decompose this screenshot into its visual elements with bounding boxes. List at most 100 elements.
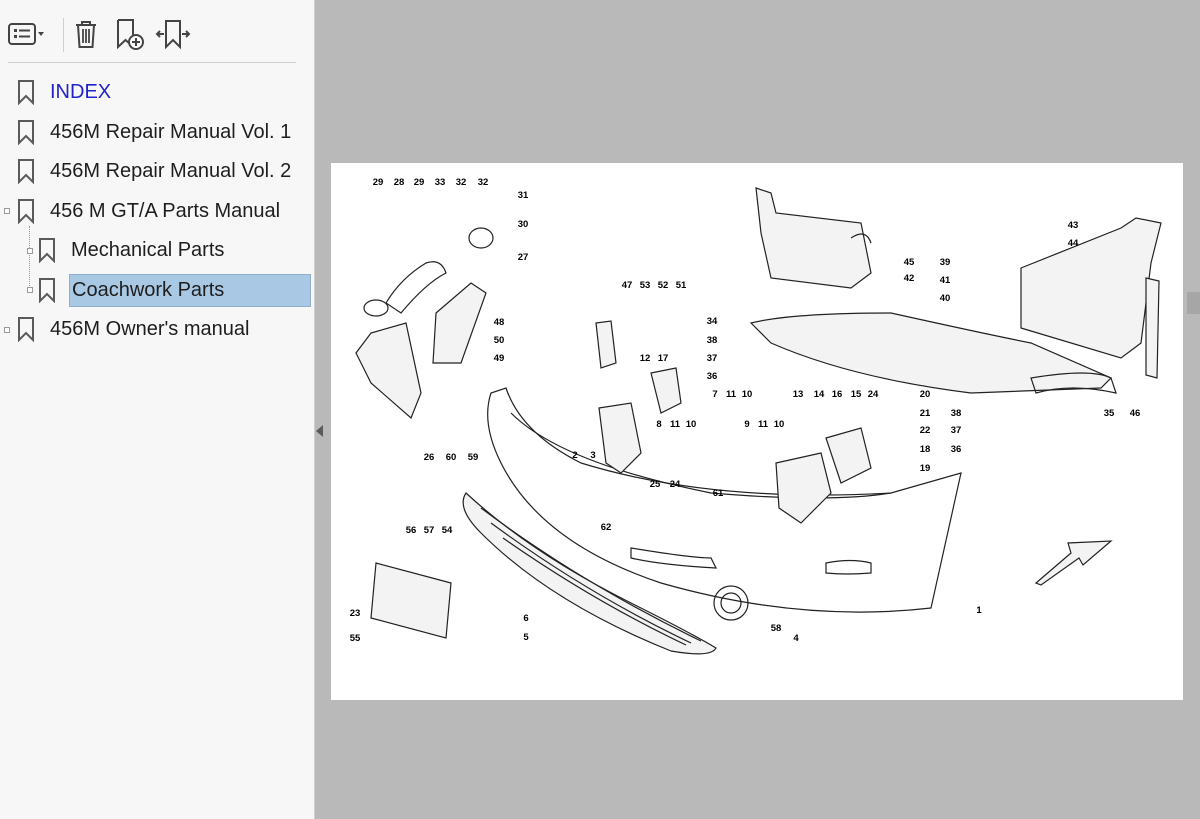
part-callout-27: 27 — [518, 252, 529, 263]
bookmark-icon — [18, 80, 34, 105]
part-callout-53: 53 — [640, 280, 651, 291]
part-callout-2: 2 — [572, 450, 577, 461]
trash-icon — [76, 21, 96, 48]
expand-bookmark-button[interactable] — [154, 14, 192, 54]
part-callout-43: 43 — [1068, 220, 1079, 231]
part-callout-5: 5 — [523, 632, 529, 643]
part-callout-10: 10 — [686, 419, 697, 430]
part-callout-10: 10 — [774, 419, 785, 430]
part-callout-25: 25 — [650, 479, 661, 490]
part-callout-20: 20 — [920, 389, 931, 400]
corrugated-hose-part — [385, 261, 447, 314]
upper-shield-part — [755, 187, 872, 289]
part-callout-24: 24 — [868, 389, 879, 400]
grille-slats — [480, 507, 702, 646]
part-callout-38: 38 — [951, 408, 962, 419]
tree-node-marker — [4, 327, 10, 333]
bookmark-repair-manual-vol-1[interactable]: 456M Repair Manual Vol. 1 — [16, 114, 291, 150]
part-callout-11: 11 — [758, 419, 769, 430]
part-callout-62: 62 — [601, 522, 612, 533]
bookmark-parts-manual[interactable]: 456 M GT/A Parts Manual — [16, 193, 280, 229]
mount-bracket-part — [825, 427, 872, 484]
bumper-slot — [630, 547, 717, 569]
tree-connector — [29, 226, 30, 292]
part-callout-3: 3 — [590, 450, 595, 461]
part-callout-61: 61 — [713, 488, 724, 499]
part-callout-44: 44 — [1068, 238, 1079, 249]
bookmark-icon — [18, 159, 34, 184]
part-callout-8: 8 — [656, 419, 661, 430]
toolbar-separator — [63, 18, 64, 52]
add-bookmark-icon — [117, 19, 144, 50]
right-shield-part — [1020, 217, 1162, 359]
part-callout-1: 1 — [976, 605, 982, 616]
bumper-crease — [510, 412, 892, 499]
duct-hose-part — [432, 282, 487, 364]
part-callout-40: 40 — [940, 293, 951, 304]
part-callout-49: 49 — [494, 353, 505, 364]
license-plate-part — [370, 562, 452, 639]
bookmark-label: 456M Owner's manual — [50, 317, 250, 340]
part-callout-26: 26 — [424, 452, 435, 463]
part-callout-36: 36 — [951, 444, 962, 455]
bookmark-icon — [18, 120, 34, 145]
add-bookmark-button[interactable] — [112, 14, 148, 54]
bookmark-icon — [18, 317, 34, 342]
expand-bookmark-icon — [155, 20, 191, 50]
bookmark-label: 456M Repair Manual Vol. 1 — [50, 120, 292, 143]
undertray-part — [749, 312, 1113, 394]
bookmark-repair-manual-vol-2[interactable]: 456M Repair Manual Vol. 2 — [16, 153, 291, 189]
part-callout-18: 18 — [920, 444, 931, 455]
part-callout-37: 37 — [951, 425, 962, 436]
undertray-lip-part — [1030, 372, 1117, 394]
hose-clamp — [363, 299, 389, 317]
part-callout-51: 51 — [676, 280, 687, 291]
part-callout-7: 7 — [712, 389, 717, 400]
scrollbar-thumb[interactable] — [1187, 292, 1200, 314]
part-callout-4: 4 — [793, 633, 799, 644]
part-callout-36: 36 — [707, 371, 718, 382]
part-callout-13: 13 — [793, 389, 804, 400]
part-callout-59: 59 — [468, 452, 479, 463]
bookmark-icon — [39, 238, 55, 263]
part-callout-19: 19 — [920, 463, 931, 474]
part-callout-57: 57 — [424, 525, 435, 536]
part-callout-42: 42 — [904, 273, 915, 284]
part-callout-56: 56 — [406, 525, 417, 536]
options-menu-button[interactable] — [6, 14, 48, 54]
part-callout-58: 58 — [771, 623, 782, 634]
part-callout-32: 32 — [478, 177, 489, 188]
tree-expander[interactable] — [4, 208, 10, 214]
part-callout-33: 33 — [435, 177, 446, 188]
shield-clip — [850, 233, 872, 244]
collapse-panel-arrow-icon[interactable] — [316, 425, 323, 437]
fog-lamp-inner — [720, 592, 742, 614]
part-callout-34: 34 — [707, 316, 718, 327]
list-options-icon — [8, 23, 44, 45]
part-callout-54: 54 — [442, 525, 453, 536]
part-callout-24: 24 — [670, 479, 681, 490]
part-callout-46: 46 — [1130, 408, 1141, 419]
bookmark-coachwork-parts[interactable]: Coachwork Parts — [37, 272, 311, 308]
part-callout-30: 30 — [518, 219, 529, 230]
part-callout-15: 15 — [851, 389, 862, 400]
delete-bookmark-button[interactable] — [70, 14, 102, 54]
duct-ring — [468, 227, 494, 249]
bookmark-icon — [39, 278, 55, 303]
part-callout-38: 38 — [707, 335, 718, 346]
tree-node-marker — [27, 287, 33, 293]
part-callout-50: 50 — [494, 335, 505, 346]
bookmark-index[interactable]: INDEX — [16, 74, 111, 110]
bookmark-mechanical-parts[interactable]: Mechanical Parts — [37, 232, 224, 268]
part-callout-39: 39 — [940, 257, 951, 268]
bookmark-label: Mechanical Parts — [71, 238, 225, 261]
bookmark-owners-manual[interactable]: 456M Owner's manual — [16, 311, 249, 347]
bracket-17-part — [650, 367, 682, 414]
bracket-47-part — [595, 320, 617, 369]
part-callout-60: 60 — [446, 452, 457, 463]
toolbar-divider — [8, 62, 296, 63]
part-callout-12: 12 — [640, 353, 651, 364]
part-callout-9: 9 — [744, 419, 749, 430]
